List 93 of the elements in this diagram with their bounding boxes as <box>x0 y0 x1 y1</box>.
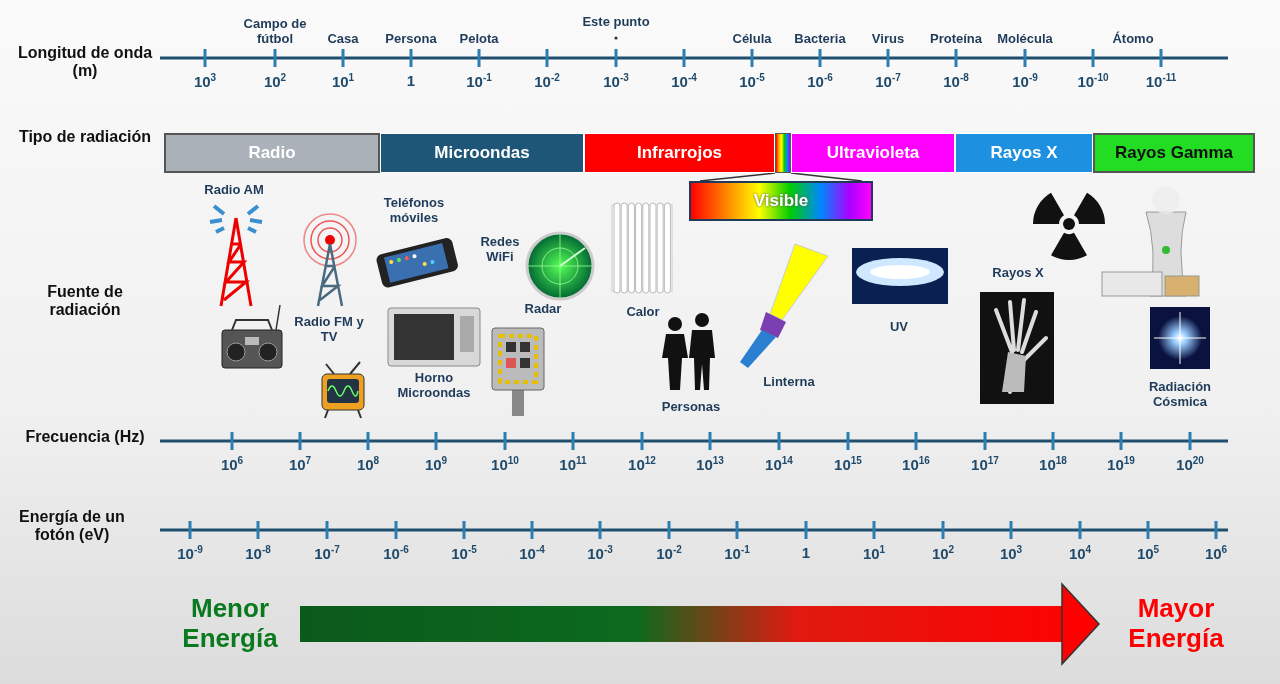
source-label: Redes WiFi <box>479 235 521 265</box>
scale-label: Campo de fútbol <box>242 17 308 47</box>
tick-label: 10$^{2}$ <box>931 544 955 563</box>
source-label: Teléfonos móviles <box>382 196 446 226</box>
tick-label: 10$^{3}$ <box>193 72 217 91</box>
tick-label: 10$^{-1}$ <box>466 72 492 91</box>
scale-label: Molécula <box>997 32 1053 47</box>
tick-label: 10$^{-9}$ <box>1012 72 1038 91</box>
source-label: Rayos X <box>991 266 1045 281</box>
tick-label: 10$^{4}$ <box>1068 544 1092 563</box>
tick-label: 10$^{7}$ <box>288 455 312 474</box>
tick-label: 10$^{-6}$ <box>807 72 833 91</box>
tick-label: 10$^{13}$ <box>696 455 724 474</box>
tick-label: 10$^{14}$ <box>765 455 793 474</box>
scale-label: Bacteria <box>794 32 846 47</box>
row-heading: Longitud de onda (m) <box>16 44 154 81</box>
tick-label: 10$^{-3}$ <box>587 544 613 563</box>
tick-label: 10$^{-6}$ <box>383 544 409 563</box>
tick-label: 10$^{17}$ <box>971 455 999 474</box>
radiation-band <box>1093 133 1255 173</box>
source-label: Radar <box>523 302 563 317</box>
tick-label: 10$^{11}$ <box>559 455 587 474</box>
tick-label: 10$^{16}$ <box>902 455 930 474</box>
scale-label: Célula <box>732 32 772 47</box>
band-label: Infrarrojos <box>637 143 722 163</box>
tick-label: 10$^{1}$ <box>862 544 886 563</box>
source-label: Radio FM y TV <box>293 315 365 345</box>
band-label: Microondas <box>434 143 530 163</box>
radiation-band <box>380 133 584 173</box>
source-label: Radiación Cósmica <box>1147 380 1213 410</box>
radiation-band <box>584 133 775 173</box>
tick-label: 10$^{1}$ <box>331 72 355 91</box>
tick-label: 10$^{-5}$ <box>739 72 765 91</box>
tick-label: 10$^{-11}$ <box>1145 72 1177 91</box>
source-label: Linterna <box>762 375 816 390</box>
energy-label: Mayor Energía <box>1100 588 1252 660</box>
scale-label: Persona <box>385 32 437 47</box>
band-label: Rayos Gamma <box>1114 143 1234 163</box>
tick-label: 10$^{10}$ <box>491 455 519 474</box>
scale-label: Virus <box>871 32 905 47</box>
tick-label: 10$^{15}$ <box>834 455 862 474</box>
radiation-band <box>955 133 1093 173</box>
tick-label: 10$^{-10}$ <box>1077 72 1109 91</box>
tick-label: 10$^{-3}$ <box>603 72 629 91</box>
source-label: Calor <box>625 305 661 320</box>
energy-arrow <box>300 583 1100 665</box>
tick-label: 10$^{2}$ <box>263 72 287 91</box>
tick-label: 10$^{6}$ <box>220 455 244 474</box>
tick-label: 10$^{20}$ <box>1176 455 1204 474</box>
source-label: Radio AM <box>203 183 265 198</box>
visible-spectrum-band <box>689 181 873 221</box>
radiation-band <box>791 133 955 173</box>
tick-label: 10$^{-2}$ <box>534 72 560 91</box>
band-label: Radio <box>248 143 296 163</box>
tick-label: 10$^{8}$ <box>356 455 380 474</box>
row-heading: Fuente de radiación <box>46 283 124 320</box>
tick-label: 10$^{19}$ <box>1107 455 1135 474</box>
spectrum-strip <box>775 133 791 173</box>
tick-label: 10$^{-2}$ <box>656 544 682 563</box>
tick-label: 10$^{12}$ <box>628 455 656 474</box>
connector-line <box>699 172 776 182</box>
connector-line <box>790 172 863 182</box>
scale-label: Átomo <box>1112 32 1154 47</box>
tick-label: 10$^{-4}$ <box>671 72 697 91</box>
row-heading: Energía de un fotón (eV) <box>18 508 126 545</box>
tick-label: 10$^{5}$ <box>1136 544 1160 563</box>
tick-label: 1 <box>801 544 811 562</box>
tick-label: 1 <box>406 72 416 90</box>
tick-label: 10$^{-4}$ <box>519 544 545 563</box>
tick-label: 10$^{-8}$ <box>943 72 969 91</box>
tick-label: 10$^{18}$ <box>1039 455 1067 474</box>
band-label: Rayos X <box>990 143 1058 163</box>
tick-label: 10$^{-5}$ <box>451 544 477 563</box>
tick-label: 10$^{3}$ <box>999 544 1023 563</box>
source-label: UV <box>888 320 910 335</box>
source-label: Personas <box>660 400 722 415</box>
tick-label: 10$^{-7}$ <box>875 72 901 91</box>
scale-label: Casa <box>327 32 359 47</box>
tick-label: 10$^{6}$ <box>1204 544 1228 563</box>
row-heading: Tipo de radiación <box>17 128 153 147</box>
scale-label: Este punto <box>582 15 650 30</box>
tick-label: 10$^{-8}$ <box>245 544 271 563</box>
scale-label: Pelota <box>459 32 499 47</box>
tick-label: 10$^{-1}$ <box>724 544 750 563</box>
scale-label: Proteína <box>930 32 982 47</box>
tick-label: 10$^{-9}$ <box>177 544 203 563</box>
radiation-band <box>164 133 380 173</box>
row-heading: Frecuencia (Hz) <box>24 428 146 447</box>
band-label: Ultravioleta <box>826 143 920 163</box>
tick-label: 10$^{-7}$ <box>314 544 340 563</box>
tick-label: 10$^{9}$ <box>424 455 448 474</box>
source-label: Horno Microondas <box>396 371 472 401</box>
energy-label: Menor Energía <box>160 588 300 660</box>
